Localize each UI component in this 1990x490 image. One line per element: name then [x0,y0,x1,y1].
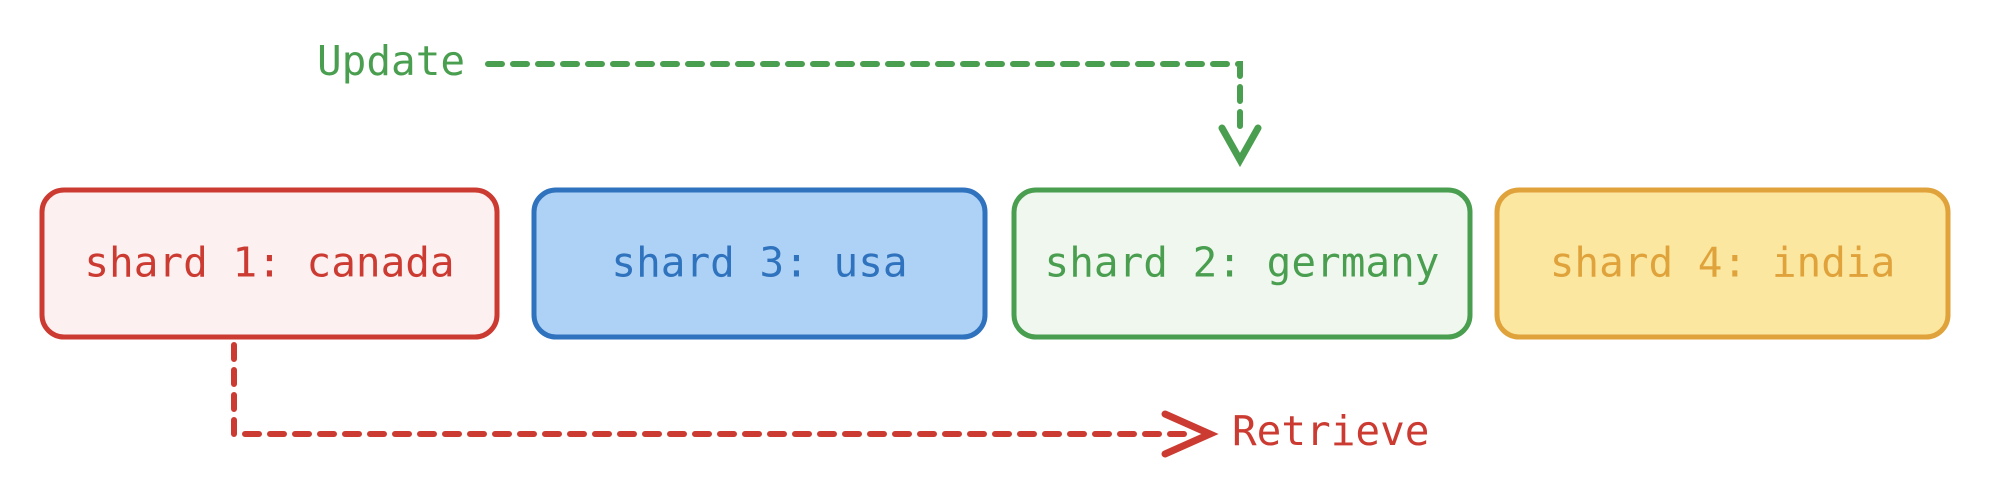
node-shard1[interactable]: shard 1: canada [39,187,500,340]
retrieve-edge-label: Retrieve [1232,407,1429,455]
shard2-box[interactable] [1011,187,1473,340]
update-arrowhead-icon [1218,124,1262,168]
edge-retrieve: Retrieve [231,342,1429,458]
shard2-label: shard 2: germany [1045,239,1440,287]
update-edge-line [485,61,1243,133]
node-shard2[interactable]: shard 2: germany [1011,187,1473,340]
shard4-label: shard 4: india [1550,239,1896,287]
retrieve-edge-line [231,342,1195,437]
node-shard3[interactable]: shard 3: usa [531,187,988,340]
shard1-box[interactable] [39,187,500,340]
retrieve-arrowhead-icon [1161,410,1219,458]
shard4-box[interactable] [1494,187,1951,340]
edge-update: Update [317,37,1262,168]
node-shard4[interactable]: shard 4: india [1494,187,1951,340]
shard3-box[interactable] [531,187,988,340]
update-edge-label: Update [317,37,465,85]
shard3-label: shard 3: usa [611,239,907,287]
shard1-label: shard 1: canada [84,239,454,287]
